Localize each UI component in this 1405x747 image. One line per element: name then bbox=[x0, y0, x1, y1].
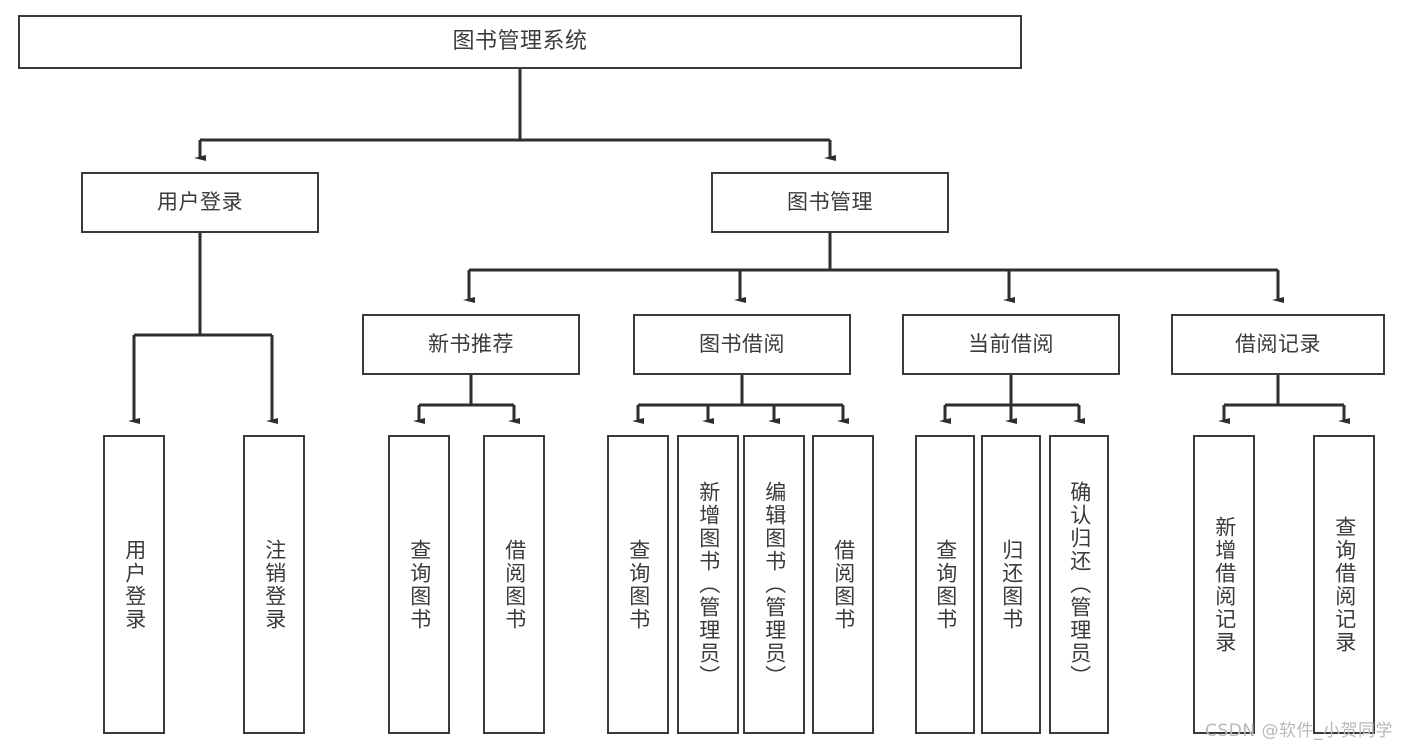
node-leaf-query-book-2-label: 查询图书 bbox=[626, 538, 651, 631]
node-leaf-logout[interactable]: 注销登录 bbox=[243, 435, 305, 734]
node-leaf-query-book-3-label: 查询图书 bbox=[933, 538, 958, 631]
node-user-login[interactable]: 用户登录 bbox=[81, 172, 319, 233]
node-leaf-user-login-label: 用户登录 bbox=[122, 538, 147, 631]
watermark-text: CSDN @软件_小贺同学 bbox=[1205, 721, 1393, 741]
node-leaf-edit-book[interactable]: 编辑图书（管理员） bbox=[743, 435, 805, 734]
node-current-borrow-label: 当前借阅 bbox=[968, 332, 1054, 357]
node-current-borrow[interactable]: 当前借阅 bbox=[902, 314, 1120, 375]
node-leaf-add-record[interactable]: 新增借阅记录 bbox=[1193, 435, 1255, 734]
node-leaf-add-book-label: 新增图书（管理员） bbox=[696, 481, 721, 688]
node-leaf-add-book[interactable]: 新增图书（管理员） bbox=[677, 435, 739, 734]
node-leaf-borrow-book-1-label: 借阅图书 bbox=[502, 538, 527, 631]
node-leaf-return-book[interactable]: 归还图书 bbox=[981, 435, 1041, 734]
node-leaf-borrow-book-1[interactable]: 借阅图书 bbox=[483, 435, 545, 734]
node-leaf-query-book-1[interactable]: 查询图书 bbox=[388, 435, 450, 734]
node-root-label: 图书管理系统 bbox=[452, 29, 588, 55]
node-leaf-return-book-label: 归还图书 bbox=[999, 538, 1024, 631]
node-book-manage[interactable]: 图书管理 bbox=[711, 172, 949, 233]
node-leaf-query-record[interactable]: 查询借阅记录 bbox=[1313, 435, 1375, 734]
node-leaf-user-login[interactable]: 用户登录 bbox=[103, 435, 165, 734]
node-book-borrow[interactable]: 图书借阅 bbox=[633, 314, 851, 375]
node-leaf-confirm-return-label: 确认归还（管理员） bbox=[1067, 481, 1092, 688]
node-new-book-recommend[interactable]: 新书推荐 bbox=[362, 314, 580, 375]
node-user-login-label: 用户登录 bbox=[157, 190, 243, 215]
node-leaf-borrow-book-2[interactable]: 借阅图书 bbox=[812, 435, 874, 734]
node-leaf-logout-label: 注销登录 bbox=[262, 538, 287, 631]
node-leaf-confirm-return[interactable]: 确认归还（管理员） bbox=[1049, 435, 1109, 734]
node-book-borrow-label: 图书借阅 bbox=[699, 332, 785, 357]
node-leaf-edit-book-label: 编辑图书（管理员） bbox=[762, 481, 787, 688]
node-leaf-borrow-book-2-label: 借阅图书 bbox=[831, 538, 856, 631]
node-borrow-record-label: 借阅记录 bbox=[1235, 332, 1321, 357]
node-leaf-query-book-1-label: 查询图书 bbox=[407, 538, 432, 631]
node-leaf-add-record-label: 新增借阅记录 bbox=[1212, 515, 1237, 654]
node-leaf-query-book-2[interactable]: 查询图书 bbox=[607, 435, 669, 734]
node-new-book-recommend-label: 新书推荐 bbox=[428, 332, 514, 357]
node-book-manage-label: 图书管理 bbox=[787, 190, 873, 215]
node-root[interactable]: 图书管理系统 bbox=[18, 15, 1022, 69]
node-leaf-query-book-3[interactable]: 查询图书 bbox=[915, 435, 975, 734]
node-borrow-record[interactable]: 借阅记录 bbox=[1171, 314, 1385, 375]
node-leaf-query-record-label: 查询借阅记录 bbox=[1332, 515, 1357, 654]
